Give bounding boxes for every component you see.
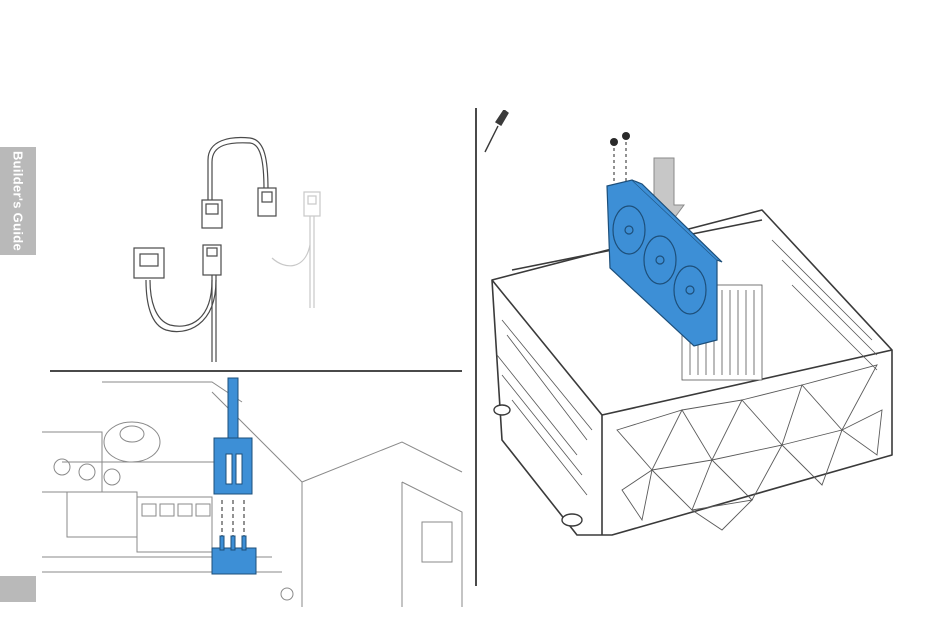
gpu-installation-illustration [482, 110, 907, 555]
side-tab: Builder's Guide [0, 147, 36, 255]
screwdriver-icon [485, 110, 508, 152]
fan-splitter-cable-illustration [120, 130, 350, 365]
side-tab-label: Builder's Guide [11, 151, 26, 251]
vertical-divider [475, 108, 477, 586]
page-number-block [0, 576, 36, 602]
fan-header-connection-illustration [42, 372, 468, 607]
